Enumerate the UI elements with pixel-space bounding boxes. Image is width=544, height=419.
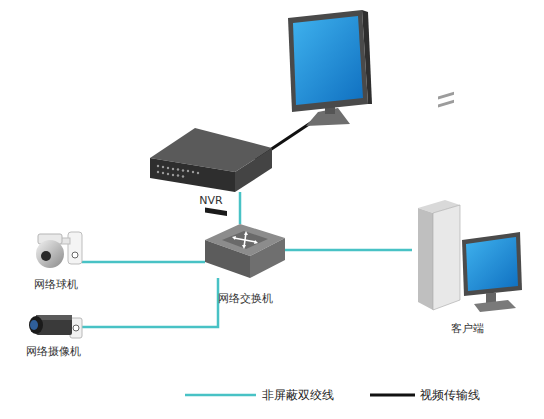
device-node: NVR [150, 125, 272, 192]
device-label-group: NVR [199, 194, 222, 207]
legend-sample-line [185, 394, 256, 397]
device-label-group: 客户端 [451, 322, 484, 335]
network-cable [82, 261, 205, 264]
network-cable [82, 278, 218, 327]
device-label: 网络球机 [34, 278, 78, 291]
device-node: 网络交换机 [205, 224, 285, 278]
nvr-icon [150, 128, 272, 216]
device-label-group: 网络球机 [34, 278, 78, 291]
device-node: 客户端 [412, 198, 522, 312]
network-cable [239, 192, 242, 224]
bullet-camera-icon [29, 315, 82, 338]
monitor-icon [288, 10, 372, 126]
client-pc-icon [418, 92, 522, 312]
legend-sample-line [370, 394, 415, 397]
device-node: 网络摄像机 [25, 312, 82, 340]
device-label: NVR [199, 194, 222, 207]
switch-icon [205, 224, 285, 278]
device-label-group: 网络交换机 [218, 292, 273, 305]
legend-text: 视频传输线 [420, 388, 480, 402]
device-label: 网络交换机 [218, 292, 273, 305]
device-node: 网络球机 [30, 228, 82, 270]
legend-text: 非屏蔽双绞线 [262, 388, 334, 402]
device-label: 客户端 [451, 322, 484, 335]
device-label-group: 网络摄像机 [26, 345, 81, 358]
device-label: 网络摄像机 [26, 345, 81, 358]
dome-camera-icon [36, 232, 82, 268]
network-cable [285, 249, 412, 252]
